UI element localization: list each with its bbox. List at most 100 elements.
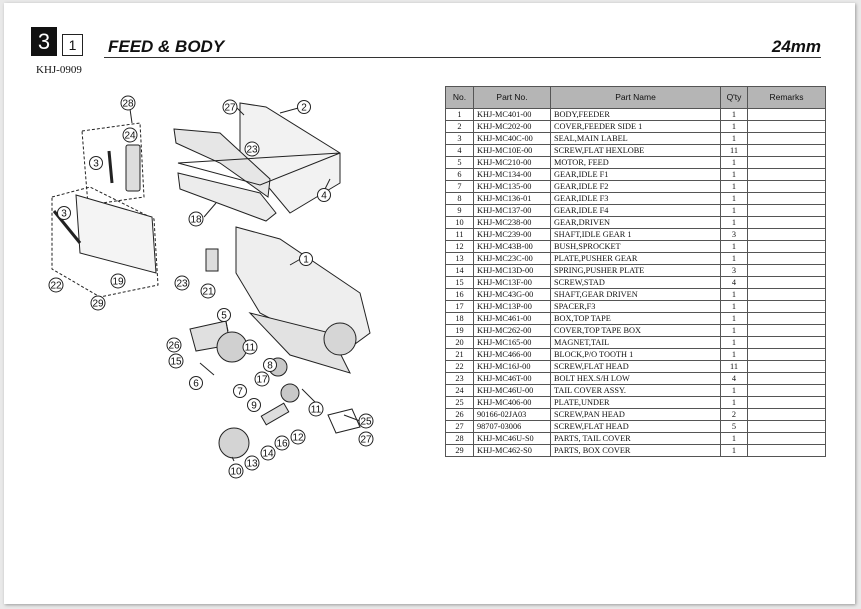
callout-11: 11 xyxy=(242,339,258,355)
cell-remarks xyxy=(747,228,826,241)
callout-21: 21 xyxy=(200,283,216,299)
cell-no: 13 xyxy=(445,252,474,265)
cell-remarks xyxy=(747,180,826,193)
cell-part-name: PARTS, BOX COVER xyxy=(550,444,721,457)
cell-remarks xyxy=(747,420,826,433)
cell-remarks xyxy=(747,240,826,253)
idle-gear-f3 xyxy=(280,383,300,403)
cell-remarks xyxy=(747,348,826,361)
callout-24: 24 xyxy=(122,127,138,143)
callout-10: 10 xyxy=(228,463,244,479)
cell-qty: 11 xyxy=(720,360,748,373)
svg-text:29: 29 xyxy=(92,299,104,310)
callout-23b: 23 xyxy=(174,275,190,291)
callout-18: 18 xyxy=(188,211,204,227)
top-tape-box xyxy=(177,172,277,222)
tail-cover-assy-outline xyxy=(81,122,145,206)
cell-qty: 1 xyxy=(720,240,748,253)
cell-part-name: SHAFT,IDLE GEAR 1 xyxy=(550,228,721,241)
cell-qty: 4 xyxy=(720,372,748,385)
cell-qty: 11 xyxy=(720,144,748,157)
callout-19: 19 xyxy=(110,273,126,289)
cell-part-no: KHJ-MC46T-00 xyxy=(473,372,551,385)
callout-8: 8 xyxy=(263,358,277,372)
cell-part-no: KHJ-MC40C-00 xyxy=(473,132,551,145)
cell-qty: 1 xyxy=(720,132,748,145)
svg-text:8: 8 xyxy=(267,361,273,372)
cell-remarks xyxy=(747,444,826,457)
cell-no: 23 xyxy=(445,372,474,385)
cell-qty: 1 xyxy=(720,216,748,229)
cell-remarks xyxy=(747,408,826,421)
cell-remarks xyxy=(747,216,826,229)
cell-part-name: BOLT HEX.S/H LOW xyxy=(550,372,721,385)
cell-part-no: KHJ-MC137-00 xyxy=(473,204,551,217)
cell-remarks xyxy=(747,108,826,121)
svg-text:23: 23 xyxy=(176,279,188,290)
header-part-name: Part Name xyxy=(550,86,721,109)
cell-remarks xyxy=(747,300,826,313)
svg-text:5: 5 xyxy=(221,311,227,322)
cell-part-name: SPRING,PUSHER PLATE xyxy=(550,264,721,277)
cell-part-name: PLATE,UNDER xyxy=(550,396,721,409)
svg-text:23: 23 xyxy=(246,145,258,156)
under-plate xyxy=(327,408,361,434)
gear-driven-shaft xyxy=(260,402,290,426)
svg-text:2: 2 xyxy=(301,103,307,114)
cell-remarks xyxy=(747,396,826,409)
cell-qty: 1 xyxy=(720,120,748,133)
sprocket xyxy=(218,427,250,459)
cell-no: 19 xyxy=(445,324,474,337)
cell-part-name: GEAR,DRIVEN xyxy=(550,216,721,229)
cell-remarks xyxy=(747,192,826,205)
cell-part-no: KHJ-MC43B-00 xyxy=(473,240,551,253)
callout-1: 1 xyxy=(299,252,313,266)
cell-part-no: KHJ-MC46U-00 xyxy=(473,384,551,397)
cell-part-no: KHJ-MC238-00 xyxy=(473,216,551,229)
cell-part-no: KHJ-MC136-01 xyxy=(473,192,551,205)
page-title: FEED & BODY xyxy=(108,37,225,56)
cell-no: 4 xyxy=(445,144,474,157)
callout-2: 2 xyxy=(297,100,311,114)
svg-text:12: 12 xyxy=(292,433,304,444)
svg-text:27: 27 xyxy=(224,103,236,114)
header-qty: Q'ty xyxy=(720,86,748,109)
header-remarks: Remarks xyxy=(747,86,826,109)
cell-remarks xyxy=(747,252,826,265)
exploded-view-diagram: 28 24 3 3 27 2 23 4 18 1 22 19 29 23 21 … xyxy=(48,95,374,479)
cell-no: 7 xyxy=(445,180,474,193)
svg-text:15: 15 xyxy=(170,357,182,368)
cell-part-no: KHJ-MC466-00 xyxy=(473,348,551,361)
cell-no: 25 xyxy=(445,396,474,409)
svg-text:10: 10 xyxy=(230,467,242,478)
callout-14: 14 xyxy=(260,445,276,461)
cell-no: 10 xyxy=(445,216,474,229)
svg-text:27: 27 xyxy=(360,435,372,446)
box-cover-assy-outline xyxy=(51,186,159,298)
callout-3: 3 xyxy=(89,156,103,170)
svg-text:1: 1 xyxy=(303,255,309,266)
cell-part-no: KHJ-MC10E-00 xyxy=(473,144,551,157)
cell-remarks xyxy=(747,264,826,277)
cell-part-no: KHJ-MC46U-S0 xyxy=(473,432,551,445)
cell-remarks xyxy=(747,336,826,349)
cell-part-name: SPACER,F3 xyxy=(550,300,721,313)
svg-text:9: 9 xyxy=(251,401,257,412)
cell-part-no: KHJ-MC16J-00 xyxy=(473,360,551,373)
svg-text:21: 21 xyxy=(202,287,214,298)
svg-text:22: 22 xyxy=(50,281,62,292)
cell-remarks xyxy=(747,204,826,217)
cell-qty: 3 xyxy=(720,264,748,277)
cell-no: 8 xyxy=(445,192,474,205)
cell-part-no: KHJ-MC202-00 xyxy=(473,120,551,133)
